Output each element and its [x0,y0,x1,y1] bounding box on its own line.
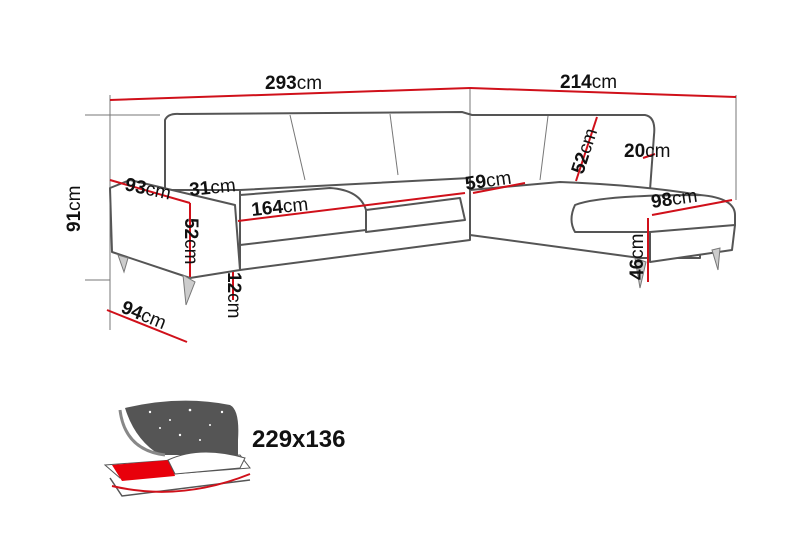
label-seat-height: 46cm [627,234,648,280]
label-seat-width: 164cm [250,194,309,221]
label-leg-height: 12cm [223,272,244,318]
label-total-right-width: 214cm [560,72,617,93]
label-total-left-width: 293cm [265,73,322,94]
label-back-cushion-depth: 20cm [624,141,670,162]
label-sofa-depth: 94cm [118,297,169,334]
dimension-lines [106,87,737,343]
sleep-function-icon [103,400,251,497]
sofa-drawing [109,111,736,306]
label-chaise-width: 98cm [650,186,699,213]
label-armrest-depth: 93cm [123,174,173,204]
label-total-height: 91cm [64,186,85,232]
label-armrest-width: 31cm [188,175,236,201]
label-armrest-height: 52cm [180,218,201,264]
label-corner-seat: 59cm [464,168,513,195]
bed-size-label: 229x136 [252,426,345,453]
